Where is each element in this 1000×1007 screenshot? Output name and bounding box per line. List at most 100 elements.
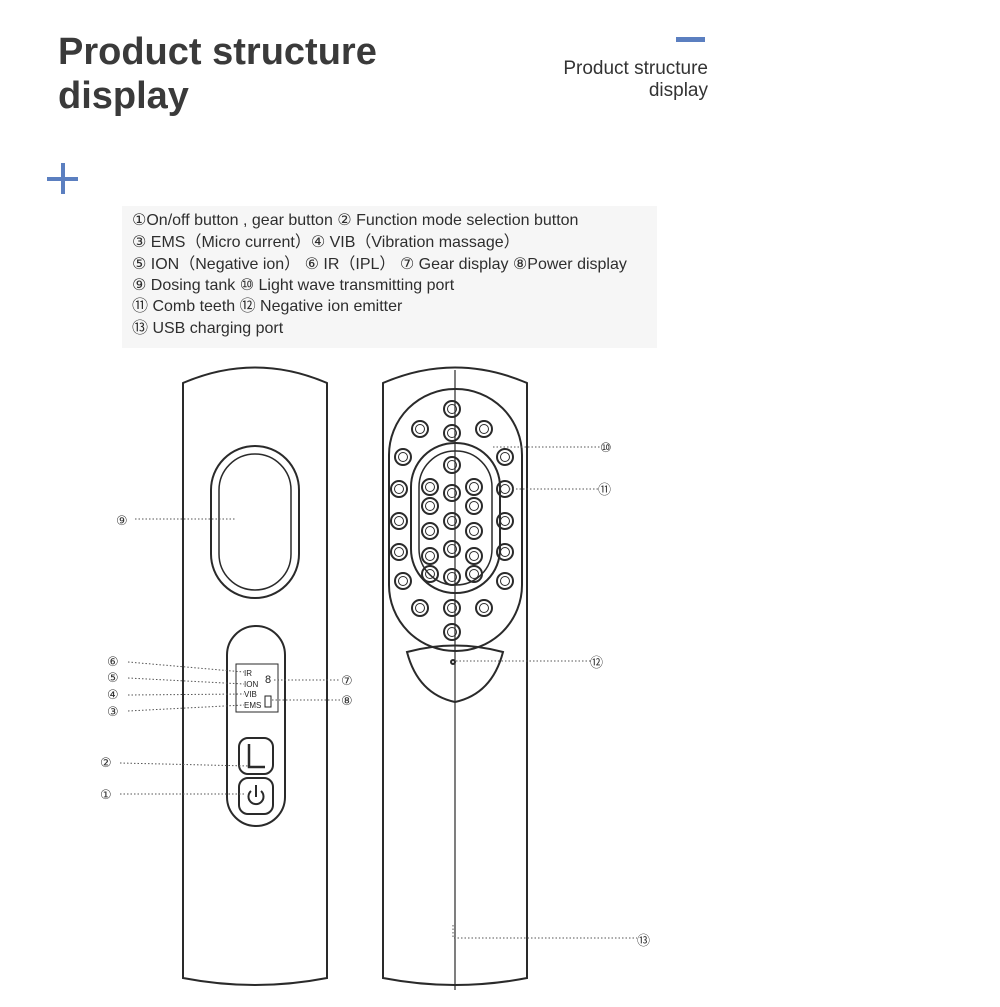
comb-tooth: [465, 478, 483, 496]
comb-tooth-inner: [469, 501, 479, 511]
comb-tooth: [411, 420, 429, 438]
power-button[interactable]: [238, 777, 274, 815]
callout-5: ⑤: [107, 671, 119, 686]
callout-4: ④: [107, 688, 119, 703]
comb-tooth-inner: [447, 544, 457, 554]
page-title: Product structure display: [58, 31, 377, 117]
subtitle-line-1: Product structure: [563, 58, 708, 79]
comb-tooth-inner: [447, 627, 457, 637]
lcd-gear-digit: 8: [265, 674, 271, 686]
battery-icon: [264, 695, 272, 708]
callout-7: ⑦: [341, 674, 353, 689]
lcd-ems-label: EMS: [244, 701, 261, 710]
comb-tooth: [411, 599, 429, 617]
comb-tooth: [465, 547, 483, 565]
back-device-body: [382, 366, 528, 986]
comb-teeth: [390, 400, 514, 641]
callout-10: ⑩: [600, 441, 612, 456]
callout-13: ⑬: [637, 934, 650, 949]
comb-tooth: [443, 484, 461, 502]
callout-1: ①: [100, 788, 112, 803]
leader-13: [452, 925, 637, 939]
comb-tooth: [496, 572, 514, 590]
comb-tooth-inner: [447, 488, 457, 498]
comb-tooth: [475, 599, 493, 617]
dosing-tank-window-inner: [218, 453, 292, 591]
comb-tooth-inner: [500, 547, 510, 557]
plus-icon: [47, 163, 79, 195]
comb-tooth: [394, 572, 412, 590]
comb-tooth: [465, 497, 483, 515]
callout-9: ⑨: [116, 514, 128, 529]
comb-tooth: [465, 522, 483, 540]
comb-tooth-inner: [425, 569, 435, 579]
comb-tooth-inner: [469, 482, 479, 492]
legend-line-5: ⑪ Comb teeth ⑫ Negative ion emitter: [132, 298, 403, 315]
comb-tooth-inner: [398, 452, 408, 462]
comb-tooth: [394, 448, 412, 466]
comb-tooth-inner: [469, 569, 479, 579]
comb-tooth: [465, 565, 483, 583]
comb-tooth-inner: [500, 576, 510, 586]
comb-tooth-inner: [394, 484, 404, 494]
lcd-ir-label: IR: [244, 669, 252, 678]
callout-3: ③: [107, 705, 119, 720]
legend-line-2: ③ EMS（Micro current）④ VIB（Vibration mass…: [132, 234, 520, 251]
comb-tooth-inner: [398, 576, 408, 586]
dosing-tank-window: [210, 445, 300, 599]
comb-tooth-inner: [415, 424, 425, 434]
light-port-outer: [388, 388, 523, 652]
comb-tooth: [421, 547, 439, 565]
callout-11: ⑪: [598, 483, 611, 498]
comb-tooth-inner: [500, 516, 510, 526]
callout-12: ⑫: [590, 656, 603, 671]
comb-tooth: [421, 565, 439, 583]
accent-dash: [676, 37, 705, 42]
front-device-body: [182, 366, 328, 986]
comb-tooth: [443, 599, 461, 617]
legend-line-3: ⑤ ION（Negative ion） ⑥ IR（IPL） ⑦ Gear dis…: [132, 256, 627, 273]
comb-tooth-inner: [479, 603, 489, 613]
comb-tooth: [496, 512, 514, 530]
comb-tooth: [390, 543, 408, 561]
light-port-window: [410, 442, 501, 594]
legend-line-4: ⑨ Dosing tank ⑩ Light wave transmitting …: [132, 277, 455, 294]
callout-6: ⑥: [107, 655, 119, 670]
lcd-vib-label: VIB: [244, 690, 257, 699]
comb-tooth: [443, 456, 461, 474]
comb-tooth-inner: [447, 516, 457, 526]
comb-tooth: [443, 623, 461, 641]
lcd-ion-label: ION: [244, 680, 258, 689]
comb-tooth: [496, 448, 514, 466]
subtitle-line-2: display: [648, 80, 708, 101]
control-panel: [226, 625, 286, 827]
comb-tooth: [443, 424, 461, 442]
comb-tooth-inner: [469, 526, 479, 536]
comb-tooth-inner: [425, 482, 435, 492]
comb-tooth-inner: [447, 603, 457, 613]
comb-tooth-inner: [425, 551, 435, 561]
callout-8: ⑧: [341, 694, 353, 709]
mode-L-glyph: [247, 744, 265, 769]
comb-tooth: [443, 400, 461, 418]
comb-tooth-inner: [479, 424, 489, 434]
comb-tooth-inner: [447, 404, 457, 414]
comb-tooth: [475, 420, 493, 438]
comb-tooth-inner: [447, 460, 457, 470]
ion-emitter-dot: [450, 659, 456, 665]
comb-tooth: [421, 522, 439, 540]
comb-tooth: [496, 543, 514, 561]
comb-tooth-inner: [447, 428, 457, 438]
legend-box: ①On/off button , gear button ② Function …: [122, 206, 657, 348]
mode-button[interactable]: [238, 737, 274, 775]
comb-tooth: [443, 568, 461, 586]
callout-2: ②: [100, 756, 112, 771]
comb-tooth-inner: [394, 516, 404, 526]
comb-tooth: [390, 480, 408, 498]
comb-tooth-inner: [447, 572, 457, 582]
power-icon: [247, 790, 265, 806]
ion-emitter-housing: [405, 644, 505, 704]
comb-tooth: [421, 478, 439, 496]
comb-tooth-inner: [394, 547, 404, 557]
